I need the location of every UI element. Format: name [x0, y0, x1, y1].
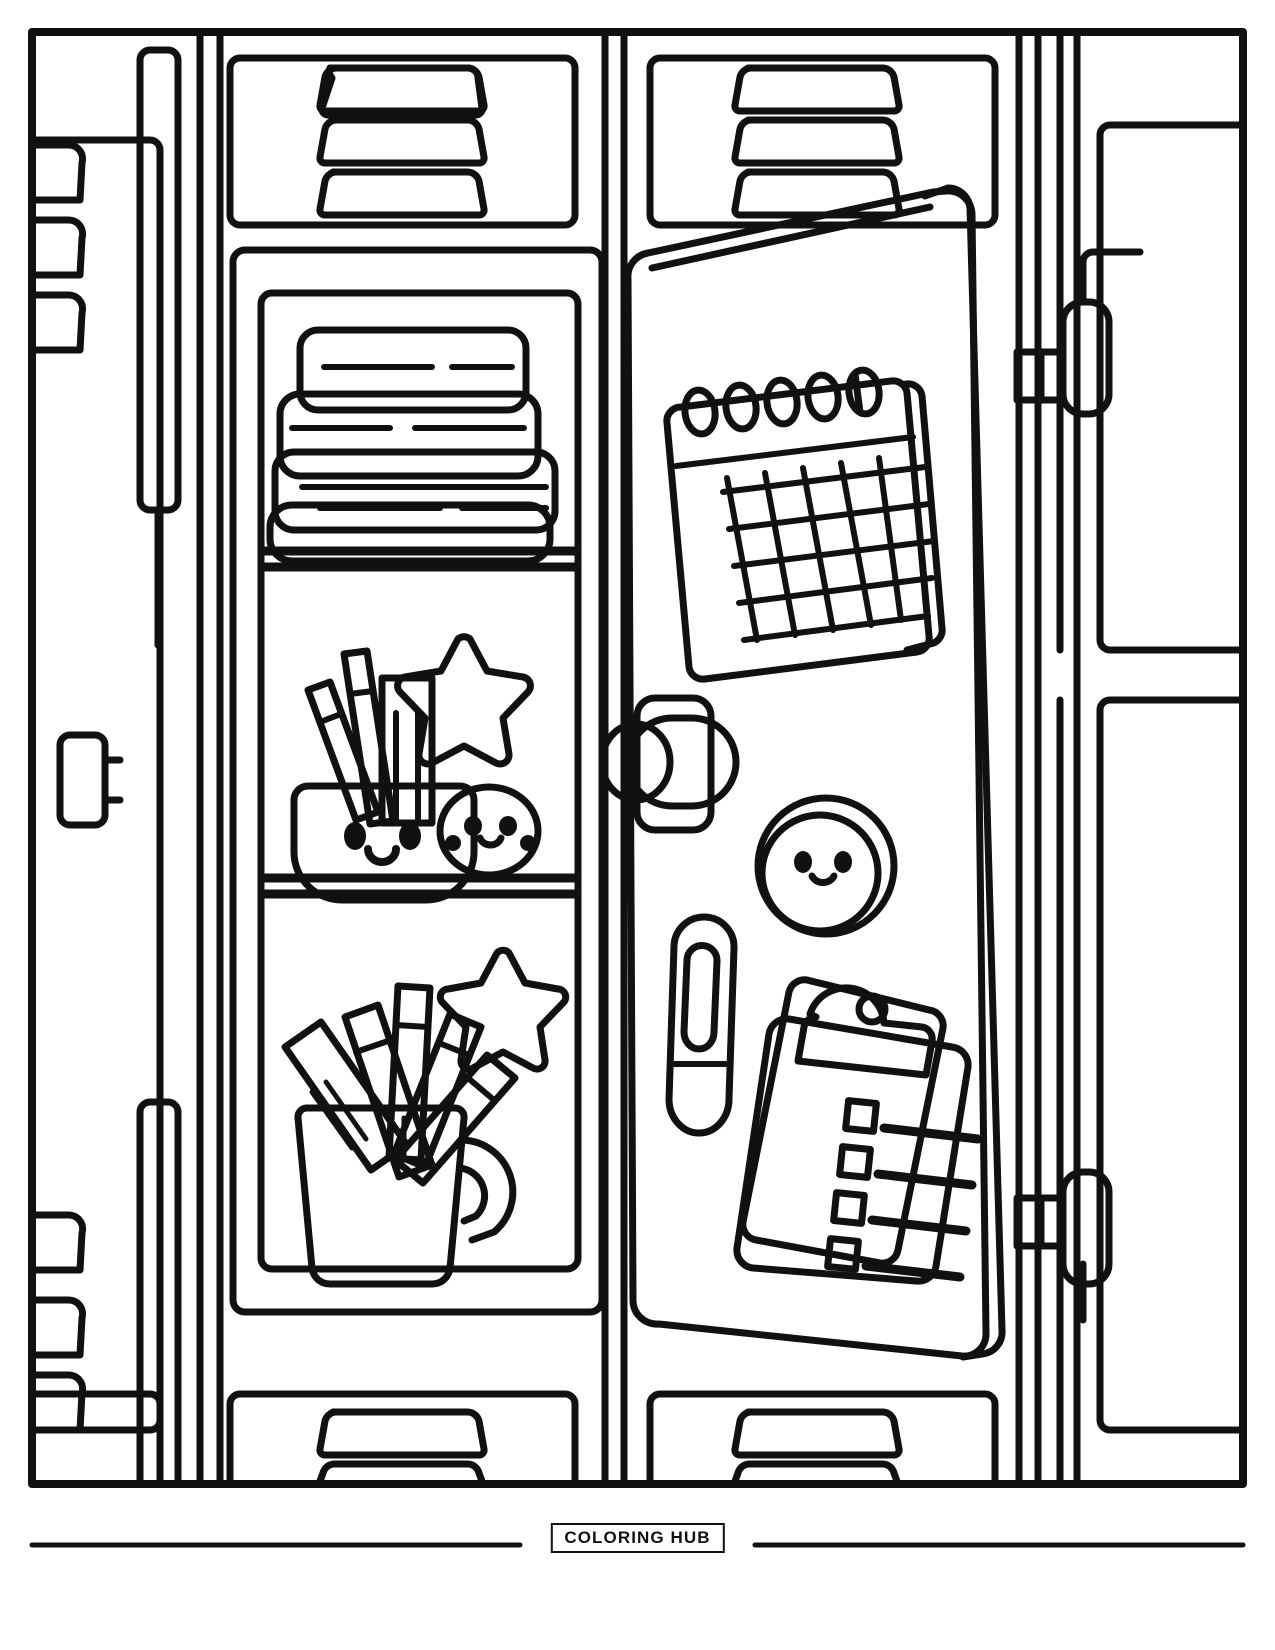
pencil-holder-smile: [364, 845, 400, 866]
smiley-ball-left-eye: [464, 816, 482, 836]
upper-locker-door-right: [646, 54, 999, 229]
calendar-ring: [763, 376, 801, 428]
door-clipboard: [733, 976, 983, 1285]
clipboard-checkbox: [836, 1143, 874, 1181]
mug-of-pencils: [281, 982, 519, 1288]
left-panel-latches: [136, 46, 182, 1488]
door-knob-outer: [624, 714, 740, 810]
clipboard-checkbox: [824, 1235, 862, 1273]
coloring-hub-badge: COLORING HUB: [550, 1523, 725, 1553]
clipboard-checkbox: [842, 1097, 880, 1135]
door-handle: [598, 694, 740, 834]
door-mirror-magnet: [754, 794, 898, 938]
book-stack: [266, 326, 559, 565]
door-hinges: [1013, 248, 1144, 1324]
right-locker-panels: [1056, 28, 1247, 1488]
calendar-ring: [722, 381, 760, 433]
smiley-ball-right-eye: [499, 816, 517, 836]
calendar-ring: [681, 386, 719, 438]
lower-locker-door-left: [28, 1390, 164, 1488]
star-lower: [436, 946, 570, 1073]
door-handle-plate: [633, 694, 715, 834]
door-knob-inner: [598, 720, 674, 804]
mirror-smile: [808, 872, 838, 887]
pencil-holder-left-eye: [344, 822, 366, 850]
mirror-left-eye: [794, 851, 812, 873]
pencil-holder-right-eye: [399, 822, 421, 850]
clipboard-clip-hole: [855, 992, 889, 1026]
calendar-ring: [845, 366, 883, 418]
smiley-ball: [436, 783, 542, 879]
door-calendar: [663, 366, 946, 683]
open-locker-door: [624, 184, 1006, 1361]
mirror-inner-ring: [758, 811, 882, 935]
locker-bank-frame: [28, 28, 1247, 1488]
lower-locker-door-right: [646, 1390, 999, 1488]
door-marker: [665, 913, 738, 1137]
smiley-ball-left-blush: [445, 835, 461, 851]
smiley-ball-right-blush: [520, 835, 536, 851]
upper-locker-door-middle-left: [226, 54, 579, 229]
calendar-ring: [804, 371, 842, 423]
smiley-ball-smile: [476, 834, 505, 849]
star-upper: [394, 633, 534, 768]
clipboard-checkbox: [830, 1189, 868, 1227]
mirror-right-eye: [834, 851, 852, 873]
upper-locker-door-left: [28, 136, 164, 1434]
lower-locker-door-middle-left: [226, 1390, 579, 1488]
